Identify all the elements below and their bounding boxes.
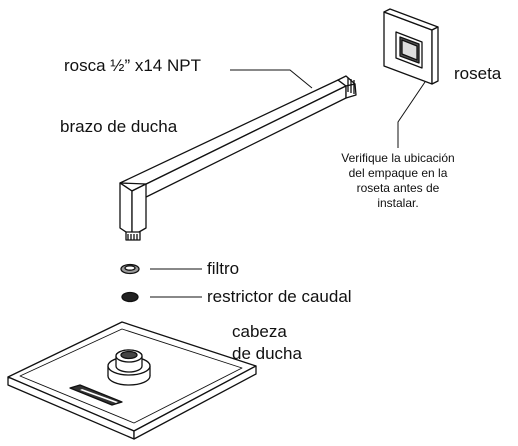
note-leader	[397, 81, 426, 148]
flow-restrictor-part	[121, 291, 139, 303]
flow-restrictor-label: restrictor de caudal	[207, 287, 352, 306]
rosette-label: roseta	[454, 64, 502, 83]
shower-arm-part	[119, 75, 357, 241]
thread-leader	[230, 69, 313, 89]
thread-label: rosca ½” x14 NPT	[64, 56, 201, 75]
filter-label: filtro	[207, 259, 240, 278]
filter-part	[120, 263, 140, 275]
note-line-1: Verifique la ubicación	[341, 151, 455, 165]
shower-arm-label: brazo de ducha	[60, 117, 178, 136]
installation-note: Verifique la ubicación del empaque en la…	[318, 151, 478, 211]
note-line-2: del empaque en la	[348, 166, 448, 180]
note-line-3: roseta antes de	[356, 181, 440, 195]
shower-head-label-line2: de ducha	[232, 344, 302, 363]
note-line-4: instalar.	[377, 196, 419, 210]
shower-head-part	[7, 321, 257, 440]
rosette-part	[383, 8, 439, 85]
shower-head-label-line1: cabeza	[232, 322, 287, 341]
